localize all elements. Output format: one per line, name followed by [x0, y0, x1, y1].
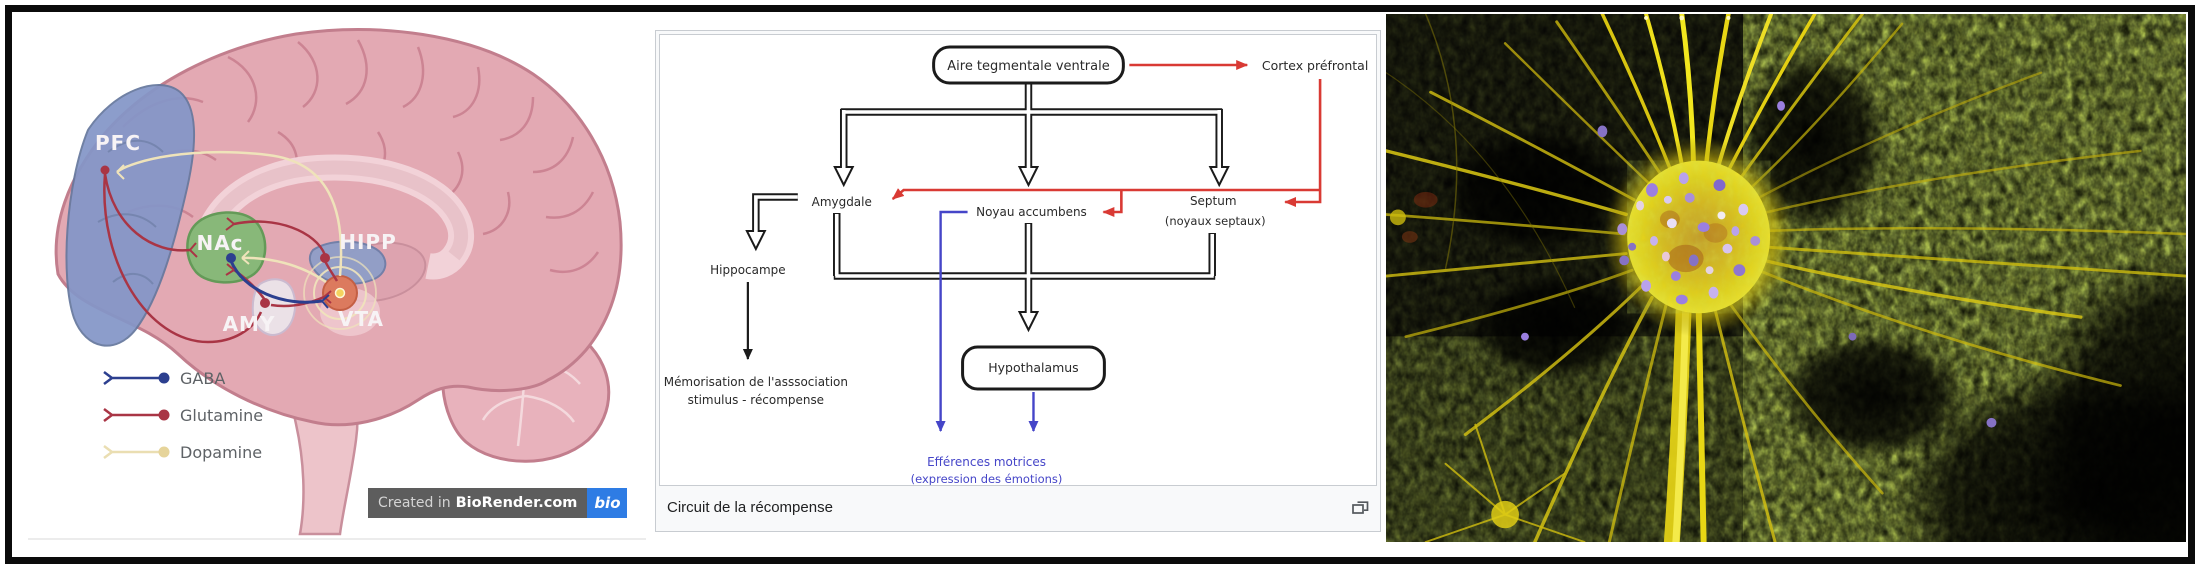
- caption-text: Circuit de la récompense: [667, 498, 833, 516]
- synapse-fork-blue: [321, 294, 330, 309]
- synapse-forks-red: [189, 217, 332, 304]
- legend-item-gaba: GABA: [103, 369, 225, 388]
- node-amygdale: Amygdale: [812, 195, 872, 209]
- pfc-texture: [97, 139, 164, 285]
- outlined-arrowheads: [745, 166, 1230, 333]
- gaba-path-nac-vta: [229, 260, 323, 304]
- legend-label-dopamine: Dopamine: [180, 443, 262, 462]
- glutamine-line-icon: [103, 408, 164, 422]
- glutamine-path-pfc-nac: [103, 173, 191, 252]
- dopamine-line-icon: [103, 445, 164, 459]
- red-debris-2: [1401, 231, 1418, 243]
- fiber-node: [1389, 209, 1406, 226]
- gaba-dot-icon: [158, 372, 170, 384]
- brain-illustration: PFC NAc HIPP AMY VTA GABA Glutamine Dopa…: [54, 28, 623, 536]
- stained-nuclei: [1520, 101, 1997, 428]
- pathway-curves: [103, 150, 343, 344]
- hypothalamus-box: [961, 345, 1106, 391]
- amy-node-dot: [260, 298, 270, 308]
- legend-item-dopamine: Dopamine: [103, 443, 262, 462]
- node-noyau-accumbens: Noyau accumbens: [976, 205, 1087, 219]
- node-septum-line2: (noyaux septaux): [1165, 214, 1266, 228]
- neuron-micrograph: [1386, 14, 2186, 542]
- neurotransmitter-legend: GABA Glutamine Dopamine: [103, 369, 263, 462]
- nac-shape: [186, 211, 267, 284]
- arrow-cortex-to-noyau: [1102, 190, 1123, 217]
- node-aire-tegmentale: Aire tegmentale ventrale: [947, 59, 1109, 74]
- gaba-line-icon: [103, 371, 164, 385]
- node-septum-line1: Septum: [1190, 194, 1237, 208]
- efferences-line2: (expression des émotions): [911, 472, 1063, 485]
- bio-logo-icon: bio: [587, 488, 628, 518]
- node-hippocampe: Hippocampe: [710, 263, 785, 277]
- aire-tegmentale-box: [932, 45, 1125, 85]
- nac-node-dot: [226, 253, 236, 263]
- arrow-noyau-to-efferences: [935, 210, 968, 433]
- glutamine-path-hipp-nac: [233, 220, 327, 256]
- arrow-cortex-to-amygdale: [891, 188, 1321, 201]
- memorisation-line2: stimulus - récompense: [688, 393, 824, 407]
- efferences-line1: Efférences motrices: [927, 455, 1046, 469]
- blue-pathway-arrows: [935, 210, 1039, 433]
- corpus-callosum-inner: [196, 160, 468, 261]
- pfc-node-dot: [100, 165, 110, 175]
- flowchart-svg: Aire tegmentale ventrale Cortex préfront…: [664, 45, 1369, 485]
- memorisation-line1: Mémorisation de l'asssociation: [664, 375, 848, 389]
- arrow-cortex-to-septum: [1284, 79, 1322, 207]
- nac-label: NAc: [196, 231, 243, 255]
- pfc-label: PFC: [95, 131, 141, 155]
- legend-item-glutamine: Glutamine: [103, 406, 263, 425]
- thumbnail-caption-bar: Circuit de la récompense: [659, 486, 1377, 528]
- bright-fiber-tips: [1644, 15, 1731, 21]
- glutamine-path-hipp-vta: [323, 260, 339, 282]
- vta-label: VTA: [338, 307, 384, 331]
- flowchart-image: Aire tegmentale ventrale Cortex préfront…: [659, 34, 1377, 486]
- flowchart-labels: Aire tegmentale ventrale Cortex préfront…: [664, 58, 1369, 485]
- credit-prefix: Created in: [378, 495, 451, 511]
- brain-illustration-panel: PFC NAc HIPP AMY VTA GABA Glutamine Dopa…: [28, 12, 646, 540]
- outlined-arrows-white: [754, 82, 1222, 320]
- hipp-node-dot: [320, 253, 330, 263]
- node-hypothalamus: Hypothalamus: [988, 360, 1078, 375]
- glutamine-dot-icon: [158, 409, 170, 421]
- legend-label-glutamine: Glutamine: [180, 406, 263, 425]
- amy-label: AMY: [223, 312, 276, 336]
- neuron-micrograph-panel: [1386, 14, 2186, 542]
- credit-brand: BioRender.com: [455, 495, 578, 511]
- enlarge-icon[interactable]: [1352, 500, 1369, 514]
- cell-body: [1603, 137, 1794, 337]
- hippocampus-shape: [308, 240, 387, 285]
- vta-node-dot: [334, 287, 346, 299]
- flowchart-thumbnail-panel: Aire tegmentale ventrale Cortex préfront…: [655, 30, 1381, 532]
- hipp-label: HIPP: [339, 230, 397, 254]
- red-debris: [1413, 191, 1438, 208]
- glutamine-path-amy-vta: [270, 295, 325, 308]
- legend-label-gaba: GABA: [180, 369, 225, 388]
- secondary-cell-cluster: [1491, 500, 1520, 529]
- node-cortex-prefrontal: Cortex préfrontal: [1262, 58, 1368, 73]
- dopamine-dot-icon: [158, 446, 170, 458]
- dopamine-path-vta-pfc: [116, 150, 343, 277]
- red-pathway-arrows: [891, 60, 1322, 217]
- dopamine-path-vta-nac: [241, 256, 327, 284]
- glutamine-path-pfc-amy: [103, 173, 263, 344]
- synapse-forks-cream: [116, 164, 250, 265]
